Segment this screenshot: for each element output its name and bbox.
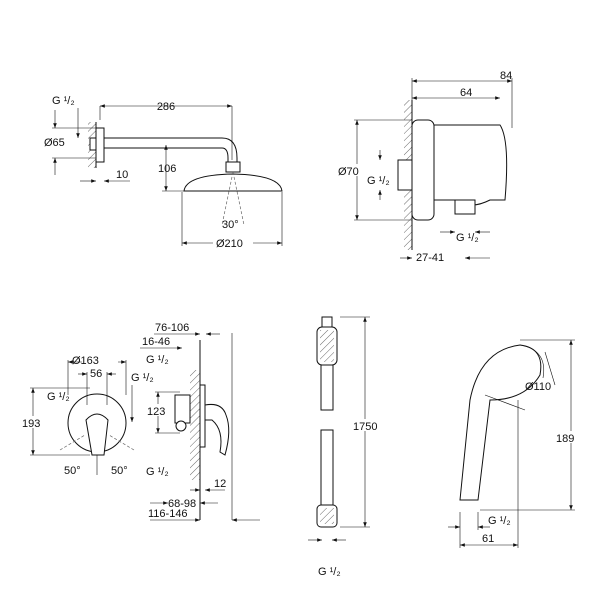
dim-hand-head-diameter: Ø110 <box>525 381 551 393</box>
dim-thread-left: G ¹/₂ <box>47 391 70 403</box>
shower-arm <box>104 137 238 162</box>
mixer-front-drawing: Ø163 56 G ¹/₂ G ¹/₂ 193 50° 50° <box>22 353 154 477</box>
dim-range-low: 68-98 <box>168 498 196 510</box>
dim-arm-length: 286 <box>157 101 175 113</box>
shower-arm-drawing: 286 G ¹/₂ Ø65 10 106 30° Ø210 <box>44 95 283 250</box>
dim-head-diameter: Ø210 <box>216 238 243 250</box>
dim-flange-depth: 10 <box>116 169 128 181</box>
dim-hand-length: 189 <box>556 433 574 445</box>
dim-mixer-height: 193 <box>22 418 40 430</box>
wall-flange <box>95 127 105 163</box>
mixer-body <box>174 394 191 424</box>
dim-flange-diameter: Ø65 <box>44 137 65 149</box>
dim-thread: G ¹/₂ <box>52 95 75 107</box>
dim-outlet-diameter: Ø70 <box>338 166 359 178</box>
dim-depth-body: 64 <box>460 87 472 99</box>
mixer-lever <box>85 413 109 456</box>
dim-hand-width: 61 <box>482 533 494 545</box>
dim-hand-thread: G ¹/₂ <box>488 515 511 527</box>
dim-angle-left: 50° <box>64 465 81 477</box>
dim-hose-length: 1750 <box>353 421 377 433</box>
dim-plate: 12 <box>214 478 226 490</box>
dim-range-mid: 16-46 <box>142 336 170 348</box>
dim-thread-inlet: G ¹/₂ <box>367 175 390 187</box>
shower-head <box>183 173 283 192</box>
dim-spray-angle: 30° <box>222 219 239 231</box>
dim-depth-total: 84 <box>500 70 512 82</box>
hand-shower <box>459 344 542 501</box>
hand-shower-drawing: Ø110 189 G ¹/₂ 61 <box>448 339 578 548</box>
dim-range: 27-41 <box>416 252 444 264</box>
wall-outlet-drawing: 84 64 Ø70 G ¹/₂ G ¹/₂ 27-41 <box>336 70 513 264</box>
dim-thread-outlet: G ¹/₂ <box>456 232 479 244</box>
hose-drawing: 1750 G ¹/₂ <box>308 316 378 578</box>
dim-range-top: 76-106 <box>155 322 189 334</box>
dim-thread-right: G ¹/₂ <box>131 372 154 384</box>
dim-thread-top: G ¹/₂ <box>146 354 169 366</box>
dim-hose-thread: G ¹/₂ <box>318 566 341 578</box>
dim-plate-diameter: Ø163 <box>72 355 99 367</box>
dim-thread-bottom: G ¹/₂ <box>146 466 169 478</box>
dim-range-bottom: 116-146 <box>148 508 188 520</box>
dim-side-height: 123 <box>147 406 165 418</box>
hose-tube <box>320 364 334 411</box>
mixer-handle-side <box>204 404 230 456</box>
dim-angle-right: 50° <box>111 465 128 477</box>
mixer-side-drawing: 76-106 16-46 G ¹/₂ 123 G ¹/₂ 12 68-98 11… <box>140 322 260 522</box>
outlet-holder <box>433 124 508 206</box>
dim-spacing: 56 <box>90 368 102 380</box>
dim-drop: 106 <box>158 163 176 175</box>
outlet-plate <box>411 119 435 221</box>
